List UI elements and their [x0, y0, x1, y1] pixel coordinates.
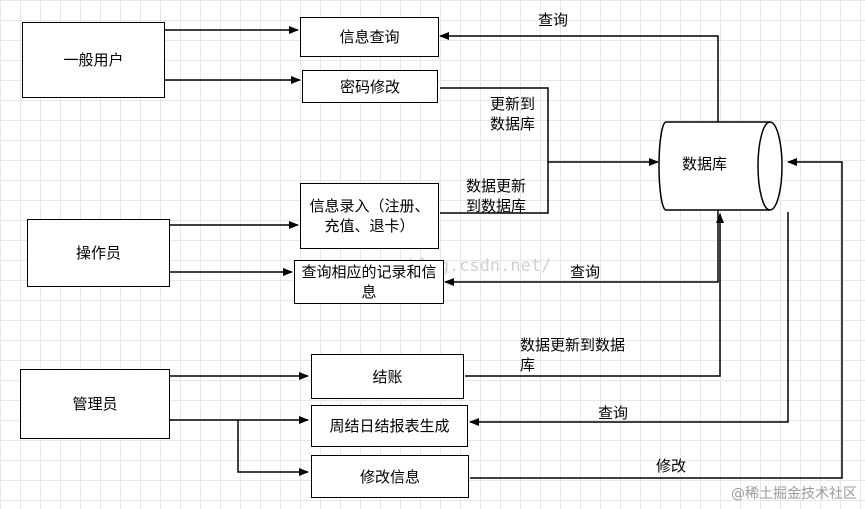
edge-db-query-records — [444, 208, 719, 286]
database-cylinder — [658, 121, 783, 211]
flow-label-query-top: 查询 — [538, 11, 569, 29]
process-info-query: 信息查询 — [300, 17, 439, 57]
edge-db-info-query — [439, 32, 719, 122]
edge-admin-modify-info — [237, 420, 309, 476]
edge-db-report — [469, 212, 789, 426]
process-modify-info: 修改信息 — [311, 455, 469, 498]
flow-label-data-update-to-db: 数据更新到数据库 — [466, 177, 527, 215]
flow-label-query-low: 查询 — [598, 404, 629, 422]
process-query-records: 查询相应的记录和信息 — [294, 260, 444, 304]
edge-modify-info-db — [470, 158, 843, 479]
brand-watermark: @稀土掘金技术社区 — [731, 486, 857, 502]
datastore-label: 数据库 — [682, 155, 728, 173]
edge-checkout-db — [465, 213, 724, 377]
actor-operator: 操作员 — [27, 219, 170, 287]
actor-general-user: 一般用户 — [22, 22, 165, 98]
process-checkout: 结账 — [311, 354, 464, 399]
edge-info-entry-db — [440, 162, 549, 214]
flow-label-modify: 修改 — [656, 457, 687, 475]
flow-label-query-mid: 查询 — [570, 263, 601, 281]
actor-admin: 管理员 — [20, 369, 170, 439]
process-password-change: 密码修改 — [302, 70, 438, 103]
process-info-entry: 信息录入（注册、充值、退卡） — [300, 183, 439, 249]
process-report-generation: 周结日结报表生成 — [311, 405, 468, 447]
edge-password-change-db — [440, 87, 659, 166]
flow-label-data-update-to-db-2: 数据更新到数据库 — [520, 336, 626, 374]
flow-label-update-to-db: 更新到数据库 — [490, 95, 536, 133]
